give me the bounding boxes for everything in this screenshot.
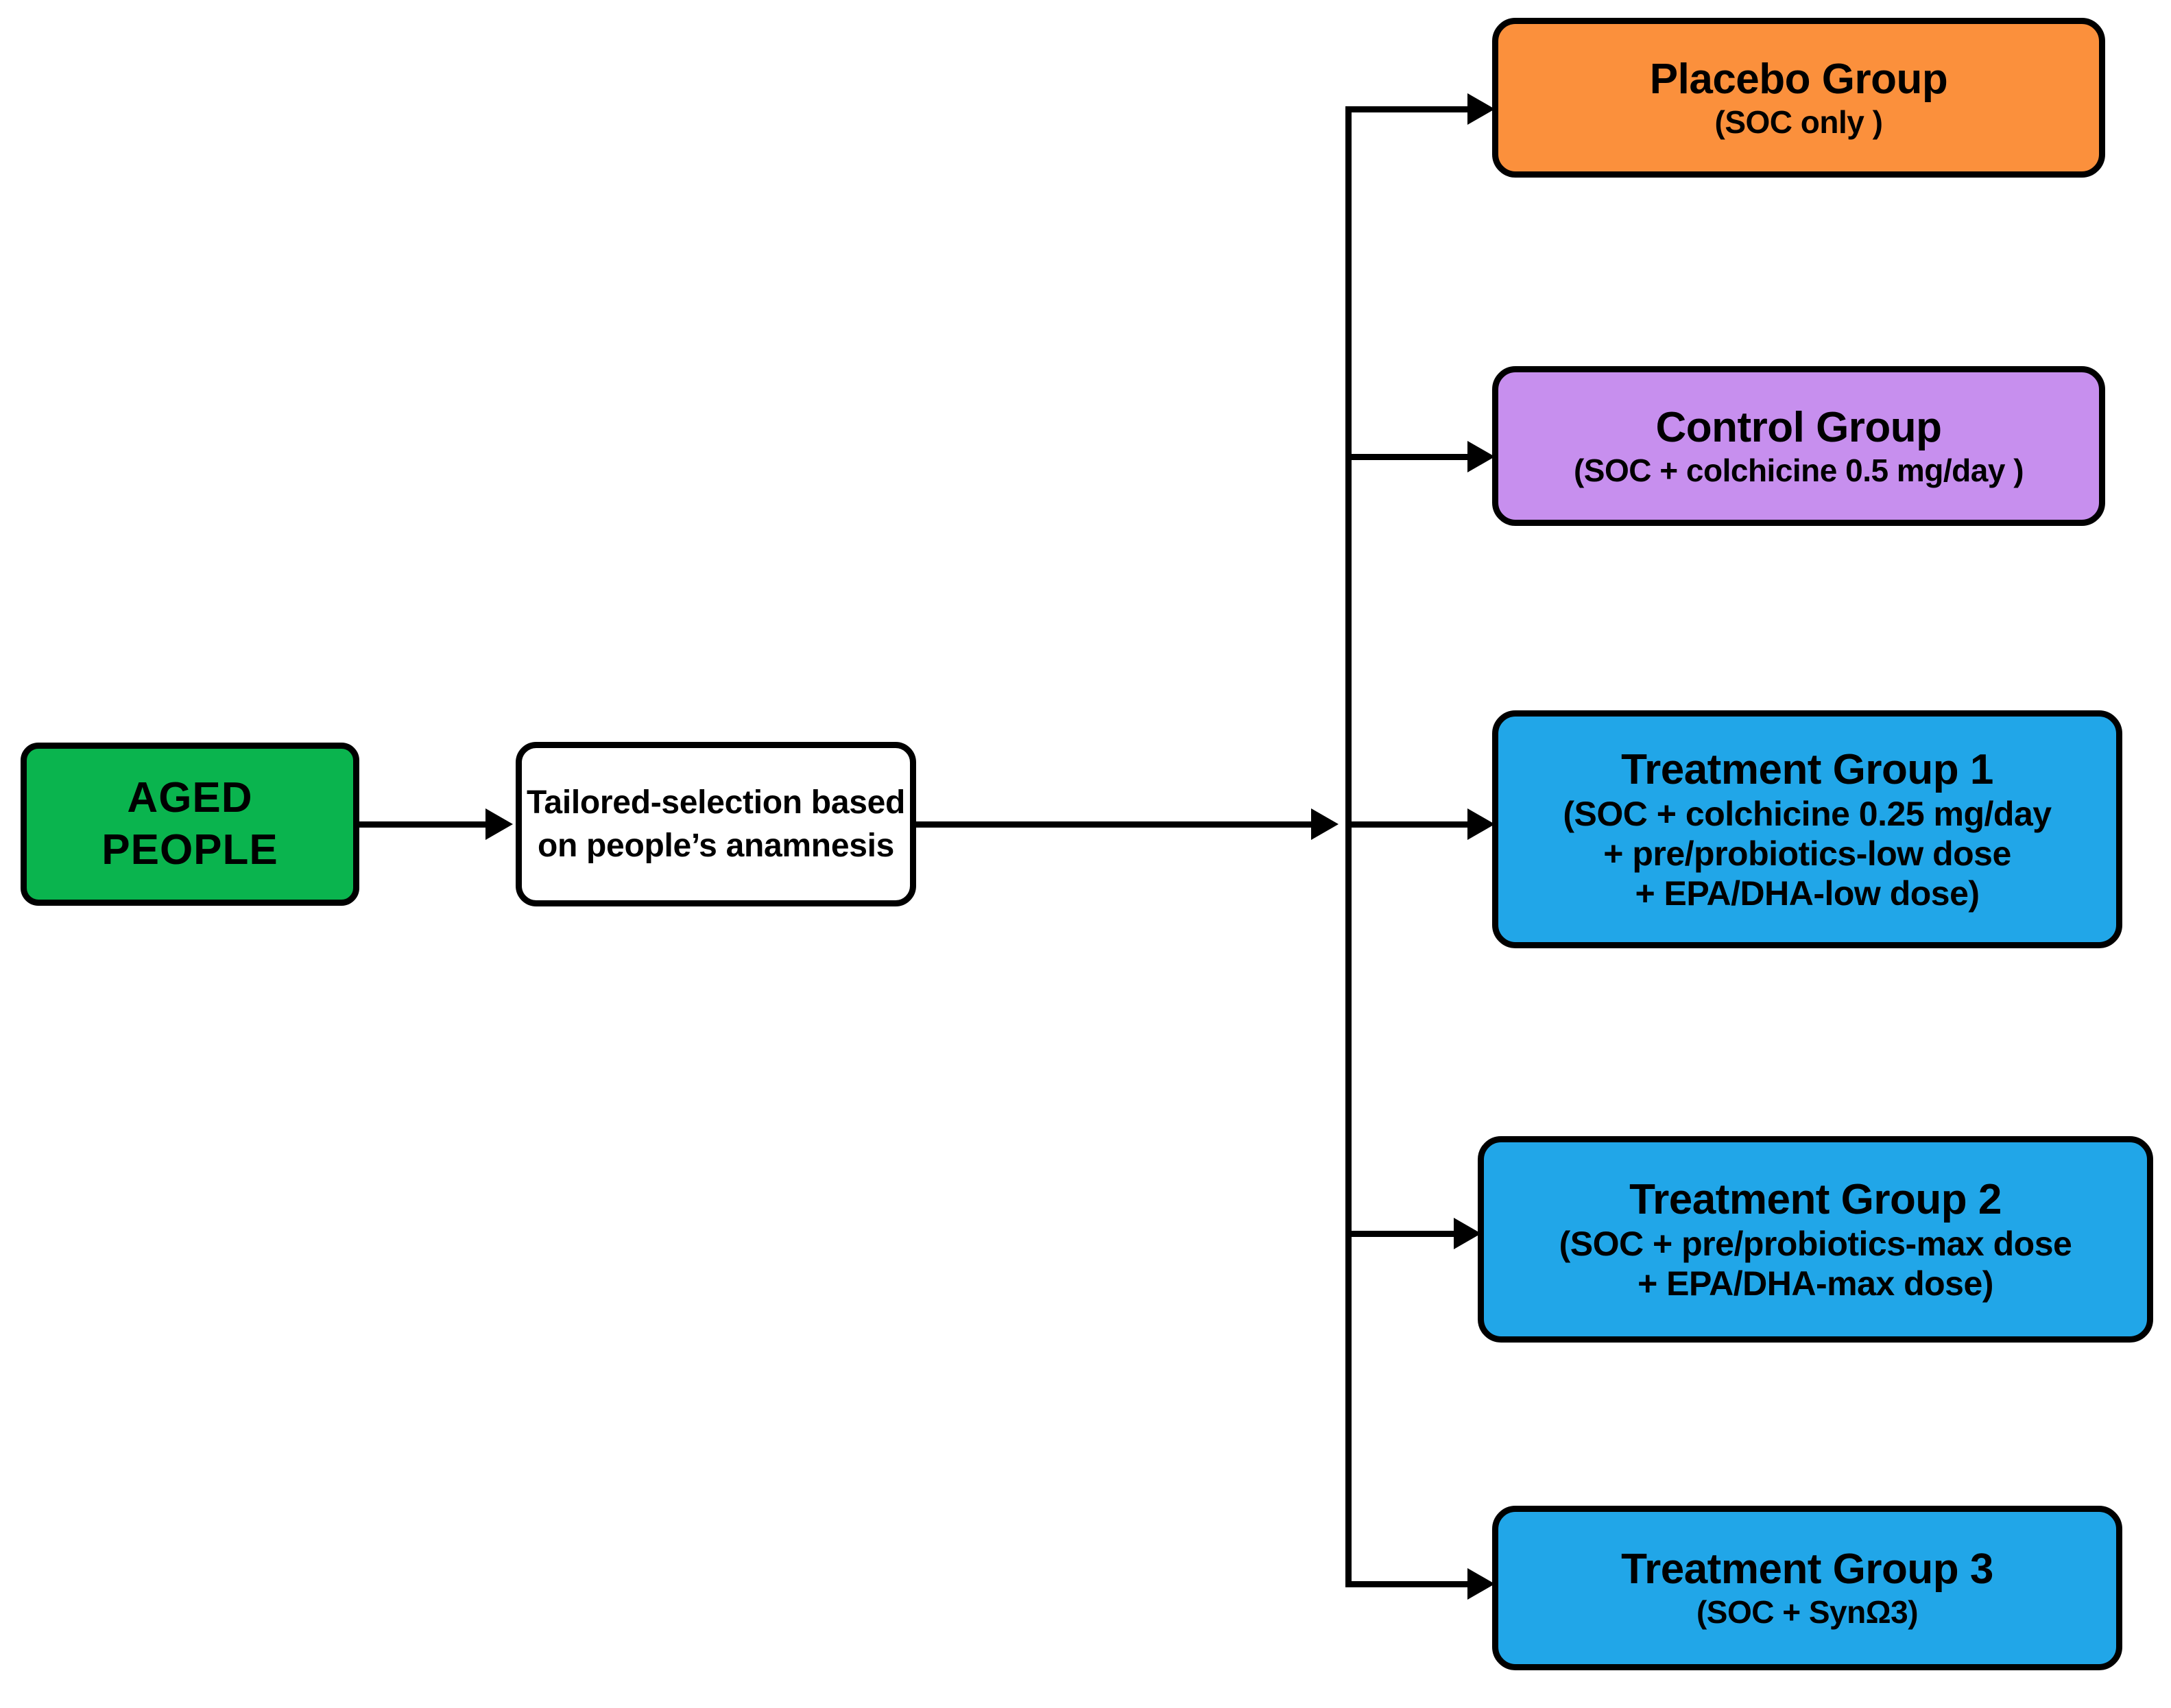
node-control-group-subtitle: (SOC + colchicine 0.5 mg/day )	[1573, 452, 2024, 488]
node-tailored-selection[interactable]: Tailored-selection based on people’s ana…	[516, 742, 916, 906]
node-treatment-group-3-sub-prefix: (SOC + Syn	[1696, 1594, 1866, 1631]
node-control-group[interactable]: Control Group (SOC + colchicine 0.5 mg/d…	[1492, 366, 2105, 526]
node-treatment-group-1[interactable]: Treatment Group 1 (SOC + colchicine 0.25…	[1492, 710, 2122, 948]
connector-tailored-to-split-line	[916, 821, 1314, 828]
node-treatment-group-3-title: Treatment Group 3	[1621, 1545, 1993, 1593]
omega-symbol: Ω	[1865, 1594, 1891, 1631]
node-aged-people-line1: AGED	[127, 774, 253, 822]
connector-tailored-to-split-arrow	[1311, 808, 1339, 840]
connector-split-to-control-arrow	[1467, 441, 1495, 472]
node-treatment-group-2-sub-line2: + EPA/DHA-max dose)	[1638, 1264, 1993, 1303]
node-aged-people-line2: PEOPLE	[101, 826, 278, 874]
connector-split-to-control-line	[1345, 454, 1472, 460]
connector-split-to-treatment-3-line	[1345, 1581, 1472, 1587]
connector-split-to-treatment-2-arrow	[1454, 1218, 1481, 1249]
node-aged-people[interactable]: AGED PEOPLE	[21, 743, 359, 906]
connector-split-to-treatment-1-arrow	[1467, 808, 1495, 840]
node-treatment-group-2[interactable]: Treatment Group 2 (SOC + pre/probiotics-…	[1478, 1136, 2153, 1343]
node-treatment-group-3-subtitle: (SOC + SynΩ3)	[1696, 1594, 1919, 1631]
connector-aged-to-tailored-arrow	[485, 808, 513, 840]
node-tailored-selection-line2: on people’s anamnesis	[537, 828, 895, 864]
node-tailored-selection-line1: Tailored-selection based	[526, 784, 906, 821]
connector-split-to-treatment-2-line	[1345, 1231, 1459, 1237]
node-treatment-group-1-sub-line3: + EPA/DHA-low dose)	[1635, 874, 1980, 913]
split-trunk-vertical-line	[1345, 106, 1352, 1587]
connector-split-to-treatment-1-line	[1345, 821, 1472, 828]
node-treatment-group-1-title: Treatment Group 1	[1621, 745, 1993, 793]
node-treatment-group-2-title: Treatment Group 2	[1629, 1175, 2002, 1223]
connector-split-to-placebo-arrow	[1467, 93, 1495, 125]
connector-aged-to-tailored-line	[359, 821, 488, 828]
node-treatment-group-1-sub-line1: (SOC + colchicine 0.25 mg/day	[1563, 795, 2052, 834]
node-placebo-group-title: Placebo Group	[1649, 55, 1948, 103]
node-treatment-group-3-sub-suffix: 3)	[1891, 1594, 1919, 1631]
node-treatment-group-1-sub-line2: + pre/probiotics-low dose	[1603, 834, 2011, 874]
node-treatment-group-2-sub-line1: (SOC + pre/probiotics-max dose	[1559, 1225, 2072, 1264]
connector-split-to-treatment-3-arrow	[1467, 1568, 1495, 1600]
node-control-group-title: Control Group	[1655, 403, 1942, 451]
node-treatment-group-3[interactable]: Treatment Group 3 (SOC + SynΩ3)	[1492, 1506, 2122, 1670]
node-placebo-group-subtitle: (SOC only )	[1714, 104, 1883, 140]
node-placebo-group[interactable]: Placebo Group (SOC only )	[1492, 18, 2105, 178]
connector-split-to-placebo-line	[1345, 106, 1472, 112]
